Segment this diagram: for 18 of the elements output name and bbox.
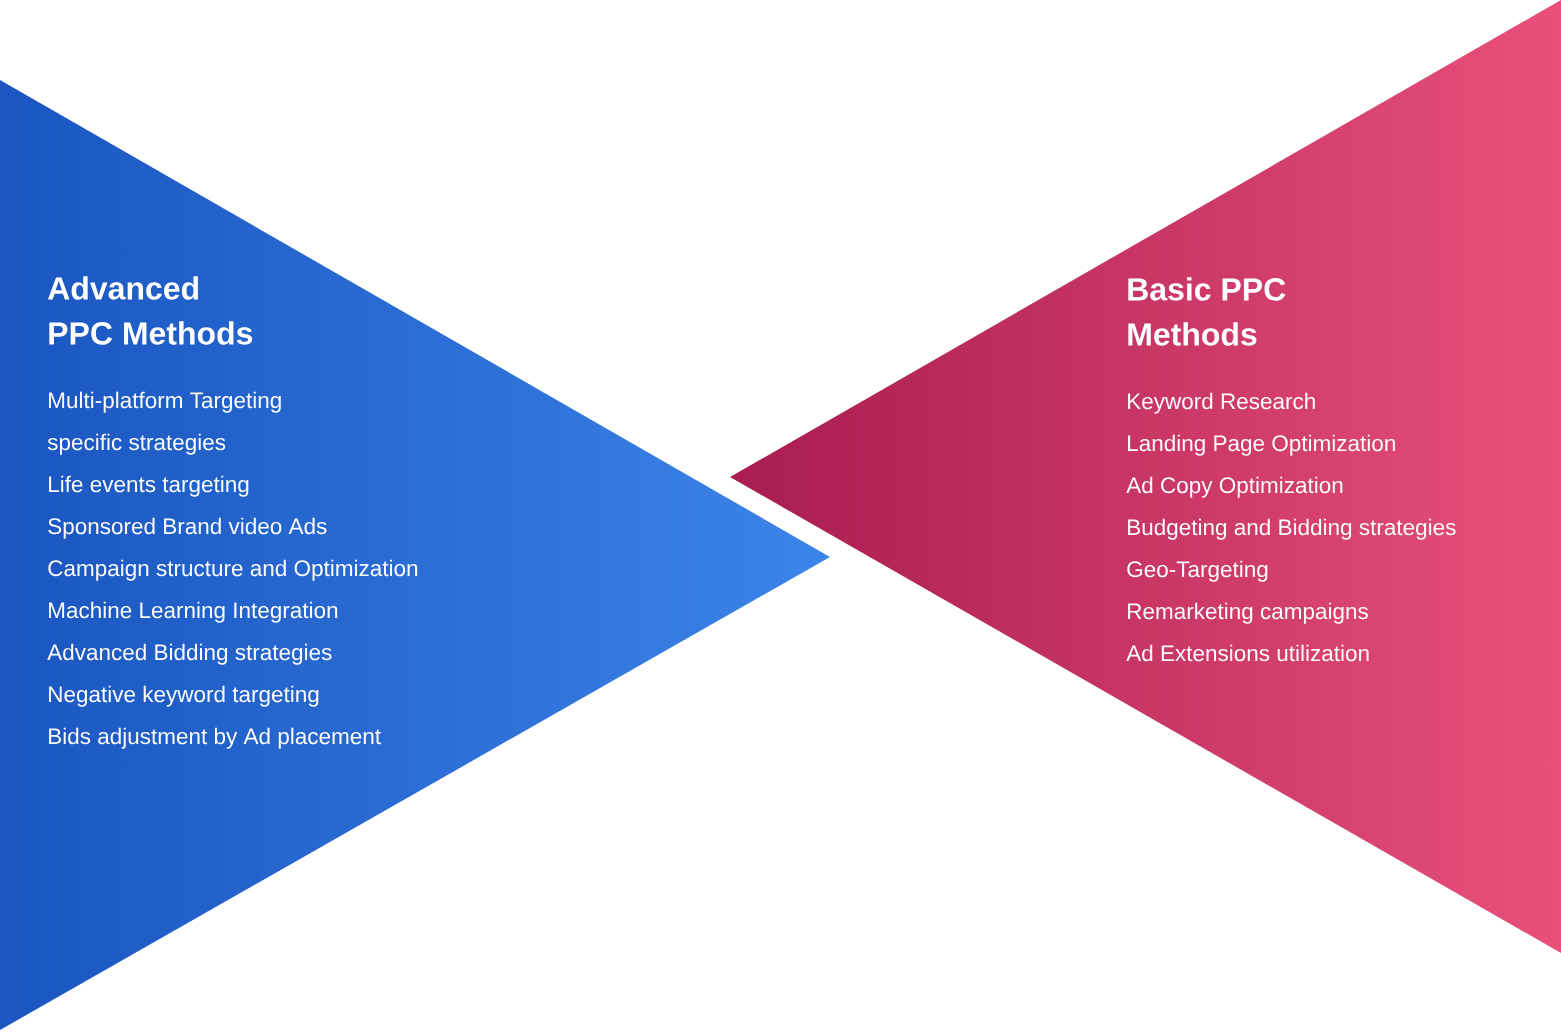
list-item: Sponsored Brand video Ads: [48, 517, 327, 539]
list-item: Ad Extensions utilization: [1126, 644, 1369, 662]
list-item: Budgeting and Bidding strategies: [1128, 518, 1456, 540]
list-item: Life events targeting: [49, 475, 249, 497]
list-item: Negative keyword targeting: [49, 685, 319, 707]
list-item: Advanced Bidding strategies: [47, 643, 332, 665]
list-item: Keyword Research: [1128, 392, 1315, 414]
list-item: Ad Copy Optimization: [1126, 476, 1343, 498]
list-item: Geo-Targeting: [1127, 560, 1268, 582]
list-item: Landing Page Optimization: [1128, 434, 1395, 456]
panel-title: Basic PPC Methods: [1128, 277, 1286, 346]
list-item: Machine Learning Integration: [49, 601, 338, 623]
list-item: specific strategies: [47, 433, 226, 455]
list-item: Remarketing campaigns: [1128, 602, 1368, 624]
list-item: Multi-platform Targeting: [49, 391, 281, 413]
list-item: Bids adjustment by Ad placement: [49, 727, 381, 749]
list-item: Campaign structure and Optimization: [48, 559, 418, 581]
panel-title: Advanced PPC Methods: [48, 276, 253, 345]
